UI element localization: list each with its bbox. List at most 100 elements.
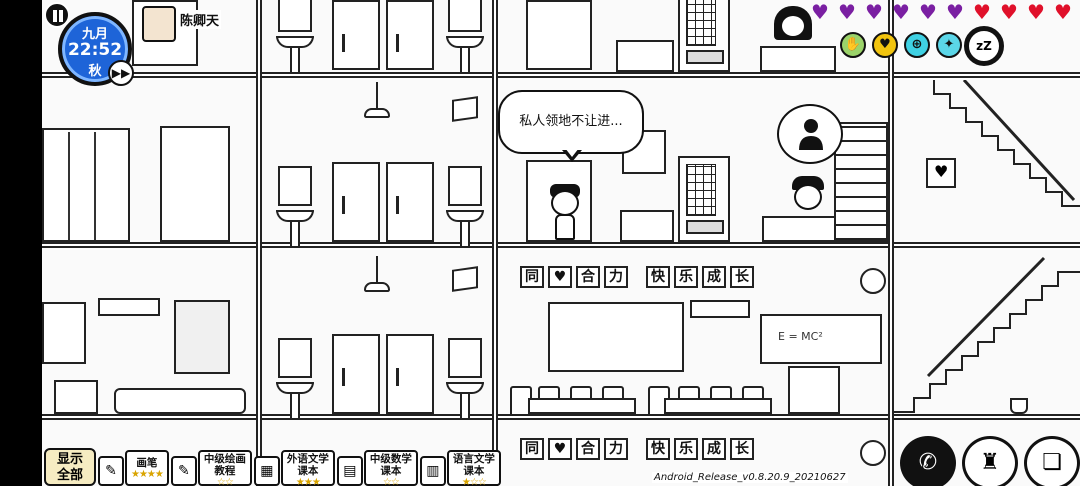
- toolbar-item-name: 语言文学课本: [452, 453, 495, 477]
- toolbar-item[interactable]: ▤中级数学课本☆☆: [336, 450, 418, 486]
- locker-cabinet[interactable]: [42, 128, 130, 242]
- toolbar-item-card[interactable]: 中级数学课本☆☆: [363, 450, 418, 486]
- window: [42, 302, 86, 364]
- sink: [446, 338, 484, 420]
- pencil-icon[interactable]: ✎: [98, 456, 124, 486]
- toolbar-item-card[interactable]: 画笔★★★★: [125, 450, 169, 486]
- phone-icon[interactable]: ✆: [900, 436, 956, 486]
- heart-icon: ♥: [934, 162, 949, 181]
- toolbar-item-card[interactable]: 语言文学课本★☆☆: [446, 450, 501, 486]
- fast-forward-icon[interactable]: ▶▶: [108, 60, 134, 86]
- door[interactable]: [160, 126, 230, 242]
- player-card[interactable]: 陈卿天: [140, 4, 230, 42]
- heart-icon: ♥: [892, 0, 910, 24]
- toolbar-item[interactable]: ▦外语文学课本★★★: [253, 450, 335, 486]
- cabinet: [54, 380, 98, 414]
- ceiling-lamp: [362, 82, 392, 122]
- toolbar-item-card[interactable]: 中级绘画教程☆☆: [197, 450, 252, 486]
- sink: [446, 0, 484, 74]
- toolbar-item[interactable]: ✎画笔★★★★: [98, 450, 169, 486]
- slogan-tile: 乐: [674, 438, 698, 460]
- bookshelf: [834, 122, 888, 242]
- wall: [492, 0, 498, 486]
- speech-bubble: 私人领地不让进...: [498, 90, 644, 154]
- stall-door[interactable]: [386, 162, 434, 242]
- sink: [276, 166, 314, 248]
- toolbar-item[interactable]: ✎中级绘画教程☆☆: [170, 450, 252, 486]
- stall-door[interactable]: [332, 0, 380, 70]
- game-clock[interactable]: 九月 22:52 秋: [58, 12, 132, 86]
- quick-items: ✆♜❏: [900, 436, 1080, 486]
- stall-door[interactable]: [332, 162, 380, 242]
- slogan-tile: 乐: [674, 266, 698, 288]
- player-avatar[interactable]: [142, 6, 176, 42]
- podium[interactable]: [788, 366, 840, 414]
- desk: [760, 46, 836, 72]
- person-silhouette-icon: [799, 119, 823, 150]
- sparkle-icon[interactable]: ✦: [936, 32, 962, 58]
- stall-door[interactable]: [332, 334, 380, 414]
- thought-bubble: [777, 104, 843, 164]
- wall: [256, 0, 262, 486]
- vending-machine[interactable]: [678, 0, 730, 72]
- toolbar-item-name: 外语文学课本: [286, 453, 329, 477]
- speech-bubble-tail: [562, 148, 582, 162]
- backpack-icon[interactable]: ♜: [962, 436, 1018, 486]
- stall-door[interactable]: [386, 0, 434, 70]
- door[interactable]: [526, 0, 592, 70]
- book-icon[interactable]: ▦: [253, 456, 280, 486]
- toolbar-item-stars: ★★★★: [131, 469, 164, 480]
- heart-icon: ♥: [919, 0, 937, 24]
- classroom-window: [548, 302, 684, 372]
- ceiling-lamp: [362, 256, 392, 296]
- slogan-tile: ♥: [548, 266, 572, 288]
- handshake-icon[interactable]: ✋: [840, 32, 866, 58]
- floor-slab: [42, 242, 1080, 248]
- clock-month: 九月: [81, 27, 108, 42]
- heart-icon: ♥: [973, 0, 991, 24]
- gamepad-icon[interactable]: ⊕: [904, 32, 930, 58]
- toolbar-item-name: 中级绘画教程: [203, 453, 246, 477]
- book-icon[interactable]: ▥: [419, 456, 446, 486]
- clock-time: 22:52: [67, 40, 123, 60]
- book-icon[interactable]: ▤: [336, 456, 363, 486]
- wall: [888, 0, 894, 486]
- locker-divider: [68, 132, 70, 240]
- affection-hearts: ♥♥♥♥♥♥♥♥♥♥: [808, 2, 1075, 24]
- heart-icon: ♥: [811, 0, 829, 24]
- heart-coin-icon[interactable]: ♥: [872, 32, 898, 58]
- clock-season: 秋: [88, 64, 102, 79]
- toolbar-item-stars: ☆☆: [216, 477, 234, 486]
- blackboard: E = MC²: [760, 314, 882, 364]
- sleep-button[interactable]: zZ: [964, 26, 1004, 66]
- staircase: [894, 256, 1080, 413]
- wall-clock: [860, 268, 886, 294]
- show-all-button[interactable]: 显示全部: [44, 448, 96, 486]
- version-label: Android_Release_v0.8.20.9_20210627: [652, 472, 848, 483]
- student-desk[interactable]: [528, 398, 636, 414]
- notebook-icon[interactable]: ❏: [1024, 436, 1080, 486]
- slogan-tile: 成: [702, 266, 726, 288]
- wall-vent: [452, 96, 478, 122]
- heart-icon: ♥: [1054, 0, 1072, 24]
- toolbar-item-stars: ☆☆: [382, 477, 400, 486]
- toolbar-item[interactable]: ▥语言文学课本★☆☆: [419, 450, 501, 486]
- vending-machine[interactable]: [678, 156, 730, 242]
- floor-slab: [42, 72, 1080, 78]
- sofa[interactable]: [114, 388, 246, 414]
- heart-icon: ♥: [838, 0, 856, 24]
- slogan-tile: 成: [702, 438, 726, 460]
- student-desk[interactable]: [664, 398, 772, 414]
- sink: [276, 338, 314, 420]
- stall-door[interactable]: [386, 334, 434, 414]
- staircase: [933, 80, 1080, 207]
- pause-icon[interactable]: [44, 2, 70, 28]
- air-conditioner: [690, 300, 750, 318]
- toolbar-item-name: 画笔: [136, 457, 158, 469]
- air-conditioner: [98, 298, 160, 316]
- slogan-tile: 快: [646, 438, 670, 460]
- portrait-painting: [174, 300, 230, 374]
- locker-divider: [94, 132, 96, 240]
- book-icon[interactable]: ✎: [170, 456, 197, 486]
- toolbar-item-card[interactable]: 外语文学课本★★★: [280, 450, 335, 486]
